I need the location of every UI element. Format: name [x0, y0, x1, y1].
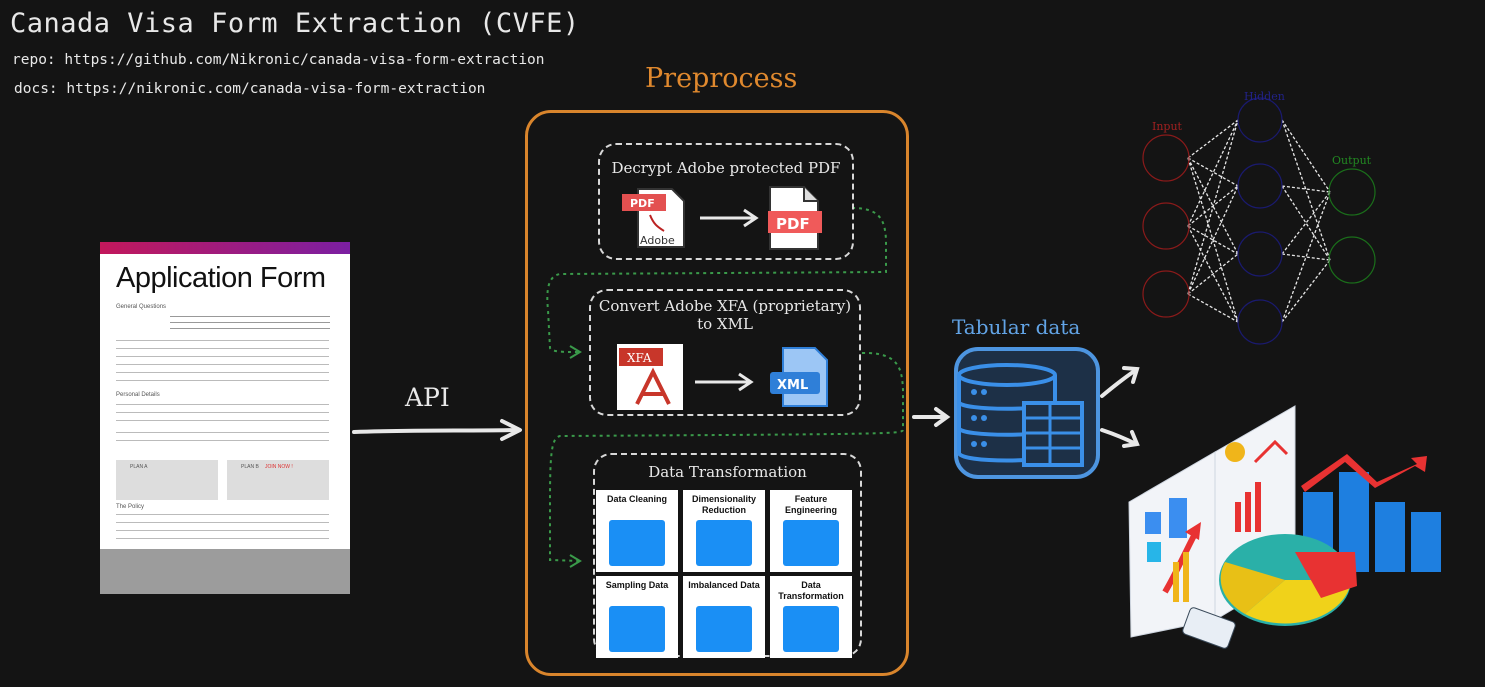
- xml-badge-text: XML: [777, 378, 808, 393]
- api-label: API: [405, 383, 450, 412]
- repo-link[interactable]: repo: https://github.com/Nikronic/canada…: [12, 52, 545, 68]
- tile-feature-engineering: Feature Engineering: [770, 490, 852, 572]
- plan-b-box: PLAN B JOIN NOW !: [227, 460, 329, 500]
- hidden-layer: [1237, 97, 1283, 345]
- xfa-file-icon: XFA: [617, 344, 683, 410]
- application-form-image: Application Form General Questions Perso…: [100, 242, 350, 594]
- database-search-icon: [609, 606, 665, 652]
- tile-label: Dimensionality Reduction: [691, 494, 756, 515]
- right-arrow-icon: [700, 208, 759, 228]
- hidden-label: Hidden: [1244, 90, 1285, 103]
- tile-label: Imbalanced Data: [688, 580, 760, 590]
- adobe-text: Adobe: [640, 234, 675, 247]
- join-now-label: JOIN NOW !: [265, 464, 293, 470]
- scale-icon: [696, 606, 752, 652]
- gear-brain-icon: [783, 520, 839, 566]
- tile-data-transformation: Data Transformation: [770, 576, 852, 658]
- convert-step-title-line1: Convert Adobe XFA (proprietary): [598, 297, 852, 315]
- decrypt-step-title: Decrypt Adobe protected PDF: [611, 159, 841, 177]
- tabular-data-label: Tabular data: [952, 315, 1081, 339]
- preprocess-title: Preprocess: [645, 63, 798, 94]
- decrypt-step-box: Decrypt Adobe protected PDF: [598, 143, 854, 260]
- right-arrow-icon-2: [695, 372, 754, 392]
- xml-file-icon: XML: [770, 347, 828, 407]
- flow-connectors: [546, 207, 904, 568]
- pdf-file-icon: PDF: [768, 186, 822, 250]
- output-layer: [1328, 168, 1376, 284]
- page-title: Canada Visa Form Extraction (CVFE): [10, 8, 580, 39]
- adobe-pdf-icon: PDF Adobe: [622, 188, 685, 248]
- input-layer: [1142, 134, 1190, 318]
- convert-step-title-line2: to XML: [697, 315, 753, 333]
- to-tabular-arrow: [912, 407, 951, 427]
- plan-a-label: PLAN A: [130, 464, 148, 470]
- transform-step-title: Data Transformation: [648, 463, 807, 481]
- form-section-policy: The Policy: [116, 504, 145, 510]
- form-section-personal: Personal Details: [116, 392, 160, 398]
- form-header-bar: [100, 242, 350, 254]
- cube-icon: [696, 520, 752, 566]
- tile-label: Data Cleaning: [606, 494, 667, 504]
- tile-imbalanced-data: Imbalanced Data: [683, 576, 765, 658]
- decrypt-step-icons: PDF Adobe PDF: [622, 186, 822, 250]
- output-label: Output: [1332, 154, 1372, 167]
- tile-dimensionality-reduction: Dimensionality Reduction: [683, 490, 765, 572]
- tile-label: Sampling Data: [605, 580, 669, 590]
- pdf-badge-text: PDF: [630, 197, 655, 210]
- plan-b-label: PLAN B: [241, 464, 259, 470]
- api-arrow: [352, 419, 522, 441]
- xfa-badge-text: XFA: [627, 351, 652, 365]
- docs-link[interactable]: docs: https://nikronic.com/canada-visa-f…: [14, 81, 486, 97]
- form-heading: Application Form: [116, 262, 326, 294]
- plan-a-box: PLAN A: [116, 460, 218, 500]
- tabular-data-icon: [954, 347, 1100, 479]
- tile-label: Data Transformation: [778, 580, 844, 601]
- preprocess-container: [525, 110, 909, 676]
- pdf-out-text: PDF: [776, 215, 810, 233]
- cleaning-icon: [609, 520, 665, 566]
- output-arrows: [1100, 366, 1140, 448]
- neural-network-diagram: Input Hidden Output: [1142, 90, 1376, 345]
- transform-icon: [783, 606, 839, 652]
- tile-data-cleaning: Data Cleaning: [596, 490, 678, 572]
- form-section-general: General Questions: [116, 304, 167, 310]
- tile-sampling-data: Sampling Data: [596, 576, 678, 658]
- input-label: Input: [1152, 120, 1183, 133]
- tile-label: Feature Engineering: [784, 494, 837, 515]
- form-footer: [100, 549, 350, 594]
- convert-step-box: Convert Adobe XFA (proprietary) to XML: [589, 289, 861, 416]
- analytics-illustration: [1128, 405, 1441, 649]
- convert-step-icons: XFA XML: [617, 344, 828, 410]
